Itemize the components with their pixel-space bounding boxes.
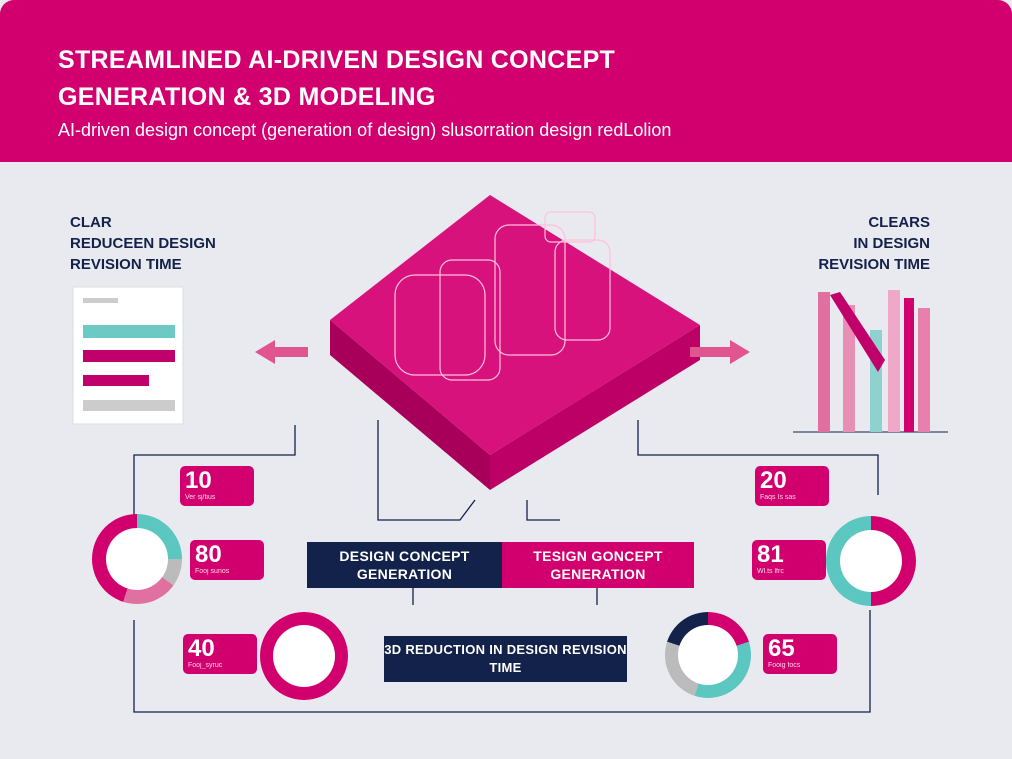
clock-dial-icon: [260, 612, 348, 700]
bar-chart-graphic: [793, 290, 948, 433]
reduction-box: 3D REDUCTION IN DESIGN REVISION TIME: [384, 636, 627, 682]
design-concept-box-right: TESIGN GONCEPT GENERATION: [502, 542, 694, 588]
clock-dial-icon: [665, 612, 751, 698]
page-subtitle: AI-driven design concept (generation of …: [58, 120, 672, 140]
clock-dial-icon: [826, 516, 916, 606]
design-concept-box-left: DESIGN CONCEPT GENERATION: [307, 542, 502, 588]
3d-model-block: [330, 195, 700, 490]
clock-dial-icon: [92, 514, 182, 604]
